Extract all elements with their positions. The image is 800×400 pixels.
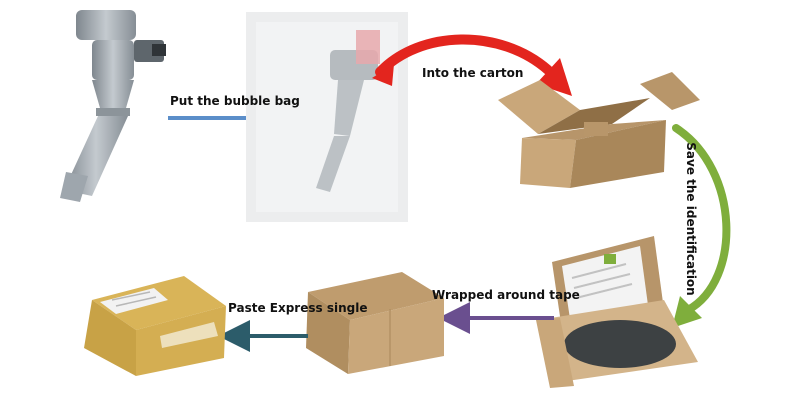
open-carton-image [498,72,700,188]
taped-box-image [84,276,226,376]
label-wrapped-tape: Wrapped around tape [432,288,580,302]
bubble-bag-image [246,12,408,222]
label-into-carton: Into the carton [422,66,524,80]
closed-carton-image [306,272,444,374]
ignition-coil-image [60,10,166,202]
carton-with-identification-image [536,236,698,388]
arrow-save-identification [672,124,731,328]
label-save-identification: Save the identification [684,142,698,296]
label-put-bubble-bag: Put the bubble bag [170,94,300,108]
label-paste-express: Paste Express single [228,301,368,315]
